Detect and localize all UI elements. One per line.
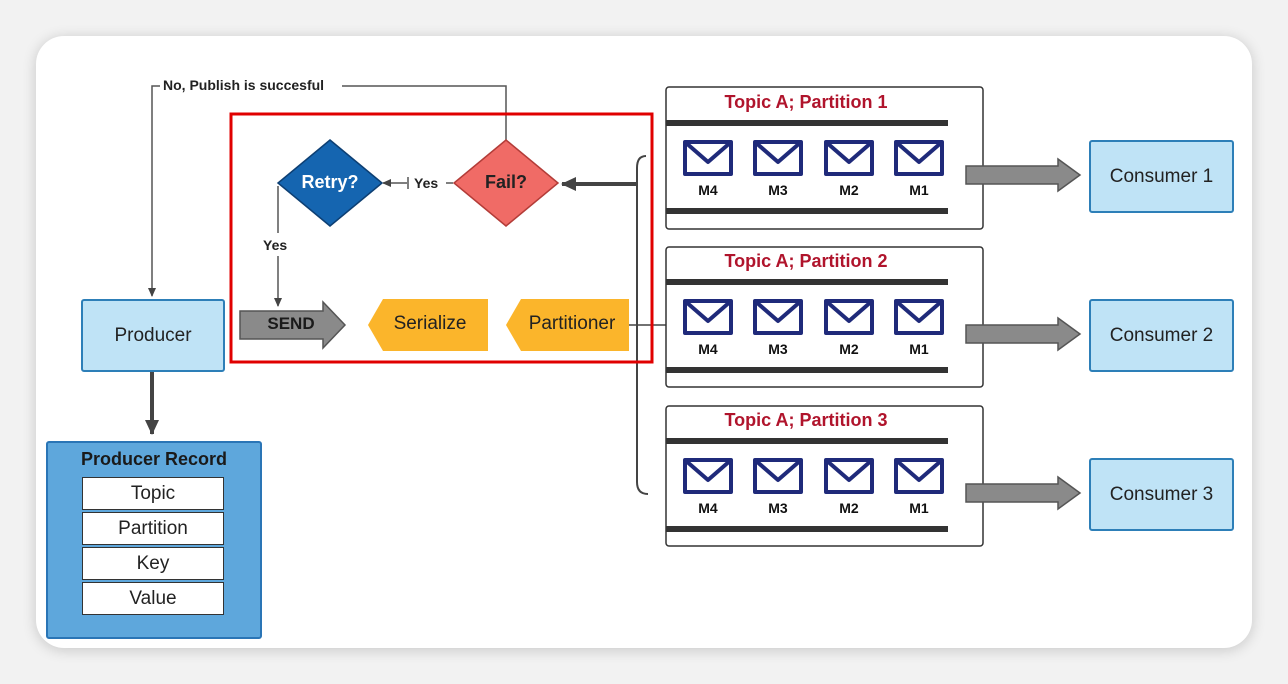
partition-3-title: Topic A; Partition 3 <box>724 410 888 430</box>
envelope-icon <box>683 458 733 494</box>
send-label: SEND <box>267 314 315 333</box>
message-label: M4 <box>698 182 718 198</box>
consumer-3-box: Consumer 3 <box>1089 458 1234 531</box>
envelope-icon <box>894 140 944 176</box>
message-label: M2 <box>839 182 859 198</box>
message-label: M1 <box>909 500 929 516</box>
message-label: M1 <box>909 182 929 198</box>
yes-label-fail-to-retry: Yes <box>414 175 439 191</box>
record-field-topic: Topic <box>82 477 224 510</box>
highlight-rectangle <box>229 112 654 364</box>
message-label: M4 <box>698 500 718 516</box>
partition-3-to-consumer-arrow <box>965 475 1082 511</box>
partition-2-title: Topic A; Partition 2 <box>724 251 888 271</box>
record-field-value: Value <box>82 582 224 615</box>
retry-decision-label: Retry? <box>301 172 359 192</box>
partition-2-to-consumer-arrow <box>965 316 1082 352</box>
partition-1-title: Topic A; Partition 1 <box>724 92 888 112</box>
send-step <box>239 300 347 350</box>
envelope-icon <box>683 299 733 335</box>
message-label: M2 <box>839 500 859 516</box>
envelope-icon <box>894 458 944 494</box>
publish-success-loop-line-left <box>148 85 160 297</box>
partition-1-to-consumer-arrow <box>965 157 1082 193</box>
message-label: M1 <box>909 341 929 357</box>
consumer-1-box: Consumer 1 <box>1089 140 1234 213</box>
envelope-icon <box>753 140 803 176</box>
envelope-icon <box>824 140 874 176</box>
envelope-icon <box>824 299 874 335</box>
retry-decision <box>276 139 384 227</box>
message-label: M3 <box>768 500 788 516</box>
consumer-2-box: Consumer 2 <box>1089 299 1234 372</box>
yes-label-retry-to-send: Yes <box>263 237 288 253</box>
producer-record-title: Producer Record <box>80 449 228 469</box>
envelope-icon <box>753 299 803 335</box>
producer-box: Producer <box>81 299 225 372</box>
message-label: M3 <box>768 341 788 357</box>
publish-success-loop-line <box>342 85 507 140</box>
message-label: M4 <box>698 341 718 357</box>
producer-record: Producer Record Topic Partition Key Valu… <box>46 441 262 639</box>
serialize-step <box>368 299 488 351</box>
envelope-icon <box>824 458 874 494</box>
fail-decision-label: Fail? <box>484 172 527 192</box>
message-label: M2 <box>839 341 859 357</box>
envelope-icon <box>683 140 733 176</box>
envelope-icon <box>894 299 944 335</box>
serialize-label: Serialize <box>393 313 467 334</box>
record-field-key: Key <box>82 547 224 580</box>
fail-decision <box>452 139 560 227</box>
message-label: M3 <box>768 182 788 198</box>
publish-success-label: No, Publish is succesful <box>161 77 327 93</box>
record-field-partition: Partition <box>82 512 224 545</box>
envelope-icon <box>753 458 803 494</box>
partitioner-label: Partitioner <box>528 313 616 334</box>
partitioner-step <box>506 299 629 351</box>
